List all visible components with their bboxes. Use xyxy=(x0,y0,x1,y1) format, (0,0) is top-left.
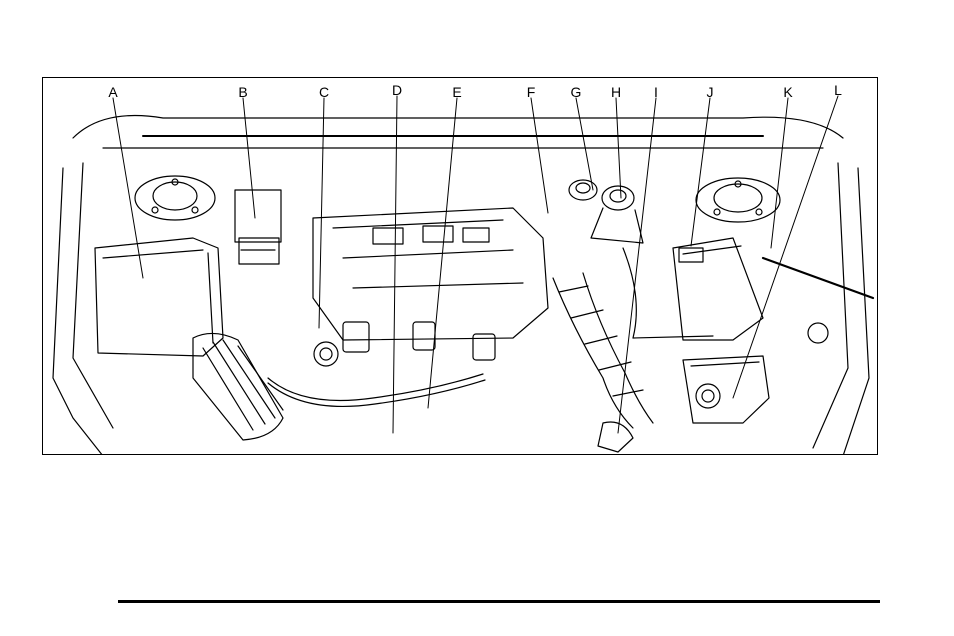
ignition-connectors xyxy=(314,322,495,366)
right-strut-tower xyxy=(696,178,780,222)
callout-label-j: J xyxy=(707,85,714,99)
battery xyxy=(673,238,763,340)
callout-label-c: C xyxy=(319,85,329,99)
dipstick-rod xyxy=(763,258,873,343)
callout-label-g: G xyxy=(571,85,582,99)
callout-label-h: H xyxy=(611,85,621,99)
washer-fluid-reservoir xyxy=(683,356,769,423)
callout-label-b: B xyxy=(238,85,247,99)
callout-label-l: L xyxy=(834,83,842,97)
callout-label-f: F xyxy=(527,85,536,99)
radiator-hose xyxy=(553,273,653,428)
callout-label-k: K xyxy=(783,85,792,99)
callout-label-d: D xyxy=(392,83,402,97)
engine-compartment-drawing xyxy=(43,78,878,455)
wiring-harness xyxy=(268,248,713,406)
fuse-block xyxy=(235,190,281,264)
engine-compartment-figure: A B C D E F G H I J K L xyxy=(42,77,878,455)
callout-label-e: E xyxy=(452,85,461,99)
page-footer-rule xyxy=(118,600,880,603)
left-strut-tower xyxy=(135,176,215,220)
callout-label-a: A xyxy=(108,85,117,99)
air-cleaner-housing xyxy=(95,238,223,356)
engine-block xyxy=(313,208,548,340)
intake-duct xyxy=(193,333,283,440)
callout-label-i: I xyxy=(654,85,658,99)
brake-fluid-reservoir xyxy=(598,422,633,452)
coolant-cap xyxy=(591,186,643,243)
